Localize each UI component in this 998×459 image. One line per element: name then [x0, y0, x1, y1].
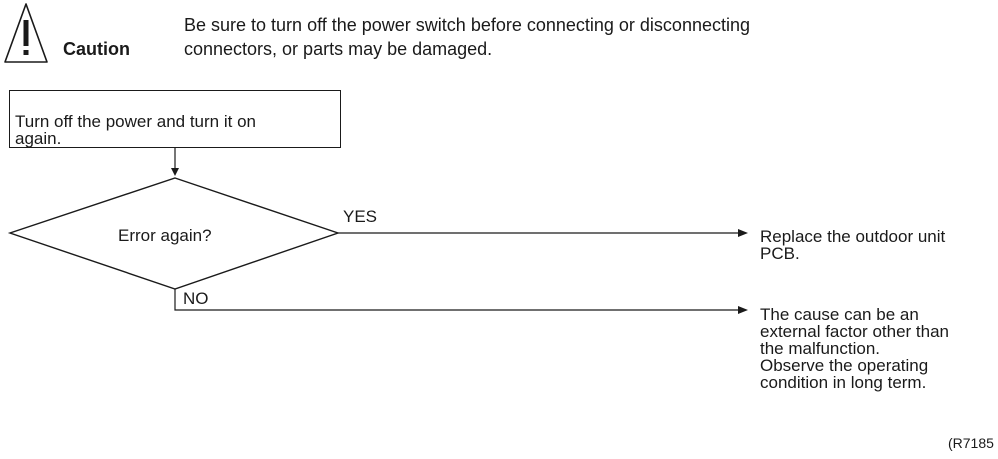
caution-label: Caution	[63, 39, 130, 59]
no-arrow-line	[174, 289, 740, 311]
no-arrowhead	[738, 306, 748, 314]
reference-code: (R7185	[948, 435, 994, 451]
yes-label: YES	[343, 207, 378, 226]
warning-triangle-icon	[4, 3, 48, 63]
yes-result-text: Replace the outdoor unit PCB.	[760, 227, 946, 263]
start-process-text: Turn off the power and turn it on again.	[15, 112, 256, 148]
start-process-box: Turn off the power and turn it on again.	[9, 90, 341, 148]
arrowhead-start-to-decision	[171, 168, 179, 176]
caution-message: Be sure to turn off the power switch bef…	[184, 15, 750, 59]
yes-arrowhead	[738, 229, 748, 237]
no-label: NO	[183, 289, 209, 308]
decision-text: Error again?	[118, 226, 212, 245]
no-result-text: The cause can be an external factor othe…	[760, 305, 950, 392]
